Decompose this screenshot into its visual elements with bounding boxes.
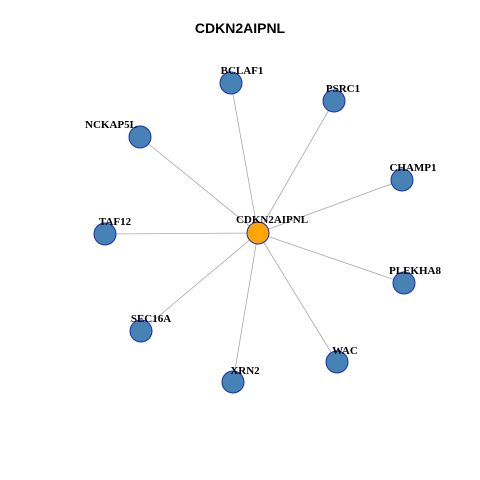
- node-nckap5l[interactable]: [128, 125, 152, 149]
- node-label-sec16a: SEC16A: [131, 313, 171, 325]
- edge-cdkn2aipnl-psrc1: [257, 100, 335, 234]
- graph-title: CDKN2AIPNL: [194, 20, 286, 36]
- edge-cdkn2aipnl-nckap5l: [139, 136, 259, 234]
- edge-cdkn2aipnl-wac: [257, 232, 338, 363]
- node-label-nckap5l: NCKAP5L: [85, 119, 137, 131]
- node-psrc1[interactable]: [322, 89, 346, 113]
- node-label-psrc1: PSRC1: [326, 83, 360, 95]
- edge-cdkn2aipnl-plekha8: [257, 232, 405, 284]
- node-bclaf1[interactable]: [219, 71, 243, 95]
- node-champ1[interactable]: [390, 168, 414, 192]
- hub-label-cdkn2aipnl: CDKN2AIPNL: [236, 214, 308, 226]
- node-label-plekha8: PLEKHA8: [389, 265, 441, 277]
- hub-node-cdkn2aipnl[interactable]: [246, 221, 270, 245]
- node-xrn2[interactable]: [221, 370, 245, 394]
- edge-cdkn2aipnl-xrn2: [232, 232, 259, 383]
- edge-cdkn2aipnl-champ1: [257, 179, 403, 234]
- node-plekha8[interactable]: [392, 271, 416, 295]
- edge-cdkn2aipnl-sec16a: [140, 232, 259, 332]
- node-label-wac: WAC: [332, 345, 358, 357]
- node-label-xrn2: XRN2: [230, 365, 260, 377]
- node-wac[interactable]: [325, 350, 349, 374]
- node-sec16a[interactable]: [129, 319, 153, 343]
- edge-cdkn2aipnl-bclaf1: [230, 82, 259, 234]
- node-label-bclaf1: BCLAF1: [221, 65, 264, 77]
- edge-cdkn2aipnl-taf12: [104, 232, 259, 235]
- node-taf12[interactable]: [93, 222, 117, 246]
- node-label-champ1: CHAMP1: [389, 162, 436, 174]
- node-label-taf12: TAF12: [99, 216, 132, 228]
